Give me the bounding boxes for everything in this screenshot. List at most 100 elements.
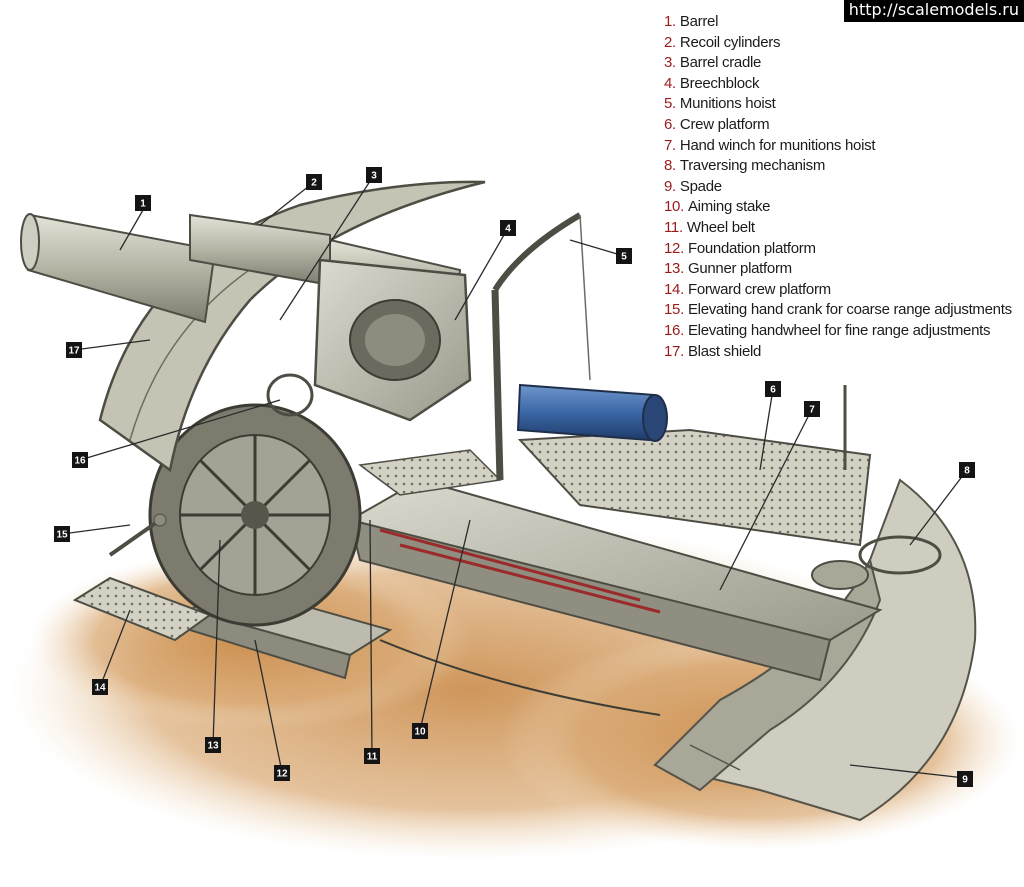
legend-label: Hand winch for munitions hoist [679, 136, 876, 154]
legend-label: Breechblock [679, 74, 760, 92]
legend-label: Forward crew platform [687, 280, 831, 298]
legend-label: Spade [679, 177, 722, 195]
legend-number: 8. [664, 157, 676, 175]
legend-item: 9.Spade [664, 177, 1012, 198]
legend-label: Barrel [679, 13, 719, 30]
watermark-url: http://scalemodels.ru [843, 0, 1024, 22]
legend-label: Recoil cylinders [679, 33, 781, 51]
hand-crank [108, 513, 167, 557]
leader-lines [61, 174, 968, 779]
legend-label: Traversing mechanism [679, 157, 826, 175]
legend-label: Crew platform [679, 115, 770, 133]
legend-item: 14.Forward crew platform [664, 280, 1012, 301]
breechblock [313, 258, 472, 422]
callout-marker: 5 [616, 248, 632, 264]
legend-number: 17. [664, 342, 684, 360]
callout-number: 5 [621, 252, 627, 263]
legend-number: 13. [664, 260, 684, 278]
legend-number: 15. [664, 301, 684, 319]
legend-item: 1.Barrel [664, 12, 1012, 33]
legend-number: 14. [664, 280, 684, 298]
legend-label: Foundation platform [687, 239, 816, 257]
callout-marker: 8 [959, 462, 975, 478]
legend-label: Wheel belt [686, 218, 755, 236]
legend-item: 5.Munitions hoist [664, 94, 1012, 115]
callout-number: 6 [770, 385, 776, 396]
barrel [20, 213, 217, 324]
legend-item: 15.Elevating hand crank for coarse range… [664, 300, 1012, 321]
callout-number: 10 [414, 727, 426, 738]
legend-item: 16.Elevating handwheel for fine range ad… [664, 321, 1012, 342]
callout-marker: 1 [135, 195, 151, 211]
legend-number: 11. [664, 218, 683, 236]
callout-number: 14 [94, 683, 106, 694]
callout-marker: 12 [274, 765, 290, 781]
callout-marker: 7 [804, 401, 820, 417]
callout-marker: 3 [366, 167, 382, 183]
callout-number: 17 [68, 346, 80, 357]
traversing-mechanism [811, 535, 942, 590]
legend-number: 6. [664, 115, 676, 133]
legend-item: 11.Wheel belt [664, 218, 1012, 239]
legend-number: 5. [664, 95, 676, 113]
callout-marker: 11 [364, 748, 380, 764]
callout-marker: 13 [205, 737, 221, 753]
legend-number: 1. [664, 13, 676, 30]
callout-marker: 9 [957, 771, 973, 787]
callout-marker: 15 [54, 526, 70, 542]
legend-item: 8.Traversing mechanism [664, 156, 1012, 177]
callout-number: 16 [74, 456, 86, 467]
callout-marker: 4 [500, 220, 516, 236]
callout-number: 2 [311, 178, 317, 189]
callout-marker: 10 [412, 723, 428, 739]
legend-number: 2. [664, 33, 676, 51]
callout-marker: 2 [306, 174, 322, 190]
legend-item: 12.Foundation platform [664, 239, 1012, 260]
callout-number: 11 [367, 752, 378, 763]
legend-label: Munitions hoist [679, 95, 776, 113]
legend-label: Gunner platform [687, 260, 792, 278]
legend-item: 2.Recoil cylinders [664, 33, 1012, 54]
legend-label: Aiming stake [687, 198, 771, 216]
handwheel [266, 373, 314, 417]
legend-item: 17.Blast shield [664, 342, 1012, 363]
callout-number: 7 [809, 405, 815, 416]
legend-label: Barrel cradle [679, 54, 762, 72]
legend-label: Blast shield [687, 342, 762, 360]
callout-marker: 16 [72, 452, 88, 468]
legend-number: 3. [664, 54, 676, 72]
legend-item: 7.Hand winch for munitions hoist [664, 136, 1012, 157]
callout-marker: 17 [66, 342, 82, 358]
legend-label: Elevating hand crank for coarse range ad… [687, 301, 1012, 319]
callout-number: 4 [505, 224, 511, 235]
legend-number: 4. [664, 74, 676, 92]
callout-number: 8 [964, 466, 970, 477]
legend-item: 6.Crew platform [664, 115, 1012, 136]
callout-number: 9 [962, 775, 968, 786]
legend-number: 10. [664, 198, 684, 216]
legend-item: 10.Aiming stake [664, 197, 1012, 218]
legend-number: 12. [664, 239, 684, 257]
legend-item: 3.Barrel cradle [664, 53, 1012, 74]
legend-number: 9. [664, 177, 676, 195]
callout-marker: 6 [765, 381, 781, 397]
cable [379, 639, 661, 716]
callout-number: 15 [56, 530, 68, 541]
callout-number: 12 [276, 769, 288, 780]
legend-number: 16. [664, 321, 684, 339]
callout-number: 3 [371, 171, 377, 182]
wheel-belt [148, 403, 362, 627]
callout-marker: 14 [92, 679, 108, 695]
legend-item: 13.Gunner platform [664, 259, 1012, 280]
munitions-cylinder [516, 383, 668, 442]
legend-number: 7. [664, 136, 676, 154]
legend-item: 4.Breechblock [664, 74, 1012, 95]
callout-number: 13 [207, 741, 219, 752]
munitions-hoist [491, 212, 591, 481]
callout-number: 1 [140, 199, 146, 210]
legend-label: Elevating handwheel for fine range adjus… [687, 321, 991, 339]
